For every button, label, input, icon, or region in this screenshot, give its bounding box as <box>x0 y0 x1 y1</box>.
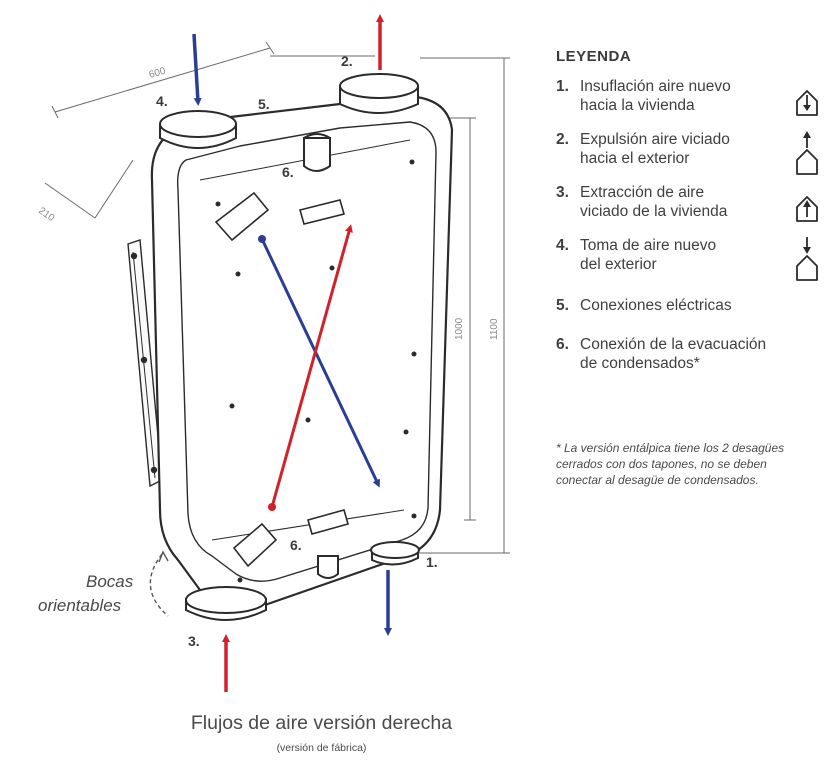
legend-item-text-line1: Insuflación aire nuevo <box>580 78 731 95</box>
bottom-ports <box>185 541 420 621</box>
house-arrow-down-icon <box>796 90 818 116</box>
inner-height-dimension-label: 1000 <box>454 317 465 340</box>
rotation-indicator <box>149 553 169 617</box>
legend-item-number: 6. <box>556 336 569 353</box>
internal-supply-flow <box>260 238 380 488</box>
port-label-2: 2. <box>341 53 353 69</box>
legend-item-text-line1: Toma de aire nuevo <box>580 237 717 254</box>
internal-supply-start-dot <box>258 235 266 243</box>
legend-title: LEYENDA <box>556 48 632 65</box>
legend-item-text-line2: viciado de la vivienda <box>580 203 728 220</box>
port-label-3: 3. <box>188 633 200 649</box>
internal-extract-flow <box>270 224 353 508</box>
legend-item-number: 3. <box>556 184 569 201</box>
legend-item-number: 5. <box>556 297 569 314</box>
legend-item-text-line2: hacia el exterior <box>580 150 690 167</box>
filter-access-panels <box>214 191 349 568</box>
screws <box>215 145 417 583</box>
figure-caption: Flujos de aire versión derecha <box>190 712 453 734</box>
legend-item-6: 6. Conexión de la evacuación de condensa… <box>556 335 838 373</box>
house-arrow-down-in-icon <box>796 237 818 281</box>
legend-item-text-line2: del exterior <box>580 256 657 273</box>
top-ports <box>159 73 419 172</box>
rotation-indicator-tip <box>158 550 169 563</box>
house-arrow-up-out-icon <box>796 131 818 175</box>
legend-item-4: 4. Toma de aire nuevo del exterior <box>556 236 838 281</box>
legend: LEYENDA 1. Insuflación aire nuevo hacia … <box>556 48 838 373</box>
outside-air-intake-arrow <box>192 33 202 106</box>
legend-item-text-line1: Expulsión aire viciado <box>580 131 730 148</box>
house-arrow-up-icon <box>796 196 818 222</box>
legend-item-2: 2. Expulsión aire viciado hacia el exter… <box>556 130 838 175</box>
internal-extract-start-dot <box>268 503 276 511</box>
width-dimension-label: 600 <box>148 66 167 81</box>
port-label-6-bottom: 6. <box>290 537 302 553</box>
port-label-6-top: 6. <box>282 164 294 180</box>
unit-body <box>150 94 454 610</box>
port-label-1: 1. <box>426 554 438 570</box>
legend-item-5: 5. Conexiones eléctricas <box>556 296 838 315</box>
ventilation-unit-diagram: 600 210 1000 1100 <box>36 14 510 692</box>
legend-item-number: 2. <box>556 131 569 148</box>
legend-item-text-line2: de condensados* <box>580 355 700 372</box>
legend-item-number: 1. <box>556 78 569 95</box>
port-label-4: 4. <box>156 93 168 109</box>
legend-item-text-line1: Conexión de la evacuación <box>580 336 767 353</box>
legend-item-text-line1: Conexiones eléctricas <box>580 297 732 314</box>
legend-item-text-line2: hacia la vivienda <box>580 97 695 114</box>
legend-item-1: 1. Insuflación aire nuevo hacia la vivie… <box>556 77 838 116</box>
outer-height-dimension-label: 1100 <box>489 318 500 340</box>
port-label-5: 5. <box>258 96 270 112</box>
legend-item-text-line1: Extracción de aire <box>580 184 705 201</box>
legend-item-3: 3. Extracción de aire viciado de la vivi… <box>556 183 838 222</box>
legend-footnote: * La versión entálpica tiene los 2 desag… <box>556 441 785 487</box>
orientable-outlets-label-line1: Bocas <box>86 572 134 591</box>
dimension-lines <box>44 41 510 554</box>
legend-item-number: 4. <box>556 237 569 254</box>
depth-dimension-label: 210 <box>36 205 56 224</box>
orientable-outlets-label-line2: orientables <box>38 596 122 615</box>
figure-subcaption: (versión de fábrica) <box>276 742 367 754</box>
